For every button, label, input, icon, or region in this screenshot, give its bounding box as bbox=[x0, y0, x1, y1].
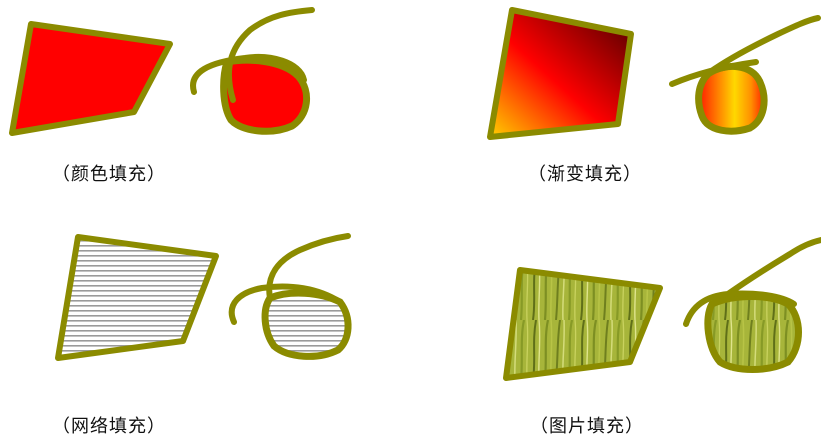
color-fill-figure bbox=[9, 7, 315, 136]
picture-fill-blob bbox=[704, 293, 802, 373]
color-fill-blob bbox=[220, 56, 311, 135]
picture-fill-curl bbox=[683, 237, 821, 327]
color-fill-curl bbox=[190, 7, 315, 103]
color-fill-quad bbox=[9, 21, 173, 136]
panel-pattern-fill: （网络填充） bbox=[0, 200, 410, 442]
panel-gradient-fill: （渐变填充） bbox=[410, 0, 821, 200]
pattern-fill-curl bbox=[228, 233, 351, 325]
gradient-fill-curl bbox=[669, 15, 821, 87]
gradient-fill-quad bbox=[487, 7, 634, 140]
pattern-fill-blob bbox=[261, 289, 352, 360]
gradient-fill-figure bbox=[487, 7, 821, 140]
caption-pattern-fill: （网络填充） bbox=[52, 416, 166, 437]
pattern-fill-quad bbox=[55, 234, 219, 361]
pattern-fill-figure bbox=[55, 233, 352, 361]
caption-picture-fill: （图片填充） bbox=[530, 416, 644, 437]
picture-fill-quad bbox=[503, 267, 663, 381]
caption-color-fill: （颜色填充） bbox=[52, 164, 166, 185]
panel-picture-fill: （图片填充） bbox=[410, 200, 821, 442]
gradient-fill-blob bbox=[695, 62, 768, 135]
picture-fill-figure bbox=[503, 237, 821, 381]
caption-gradient-fill: （渐变填充） bbox=[528, 164, 642, 185]
panel-color-fill: （颜色填充） bbox=[0, 0, 410, 200]
